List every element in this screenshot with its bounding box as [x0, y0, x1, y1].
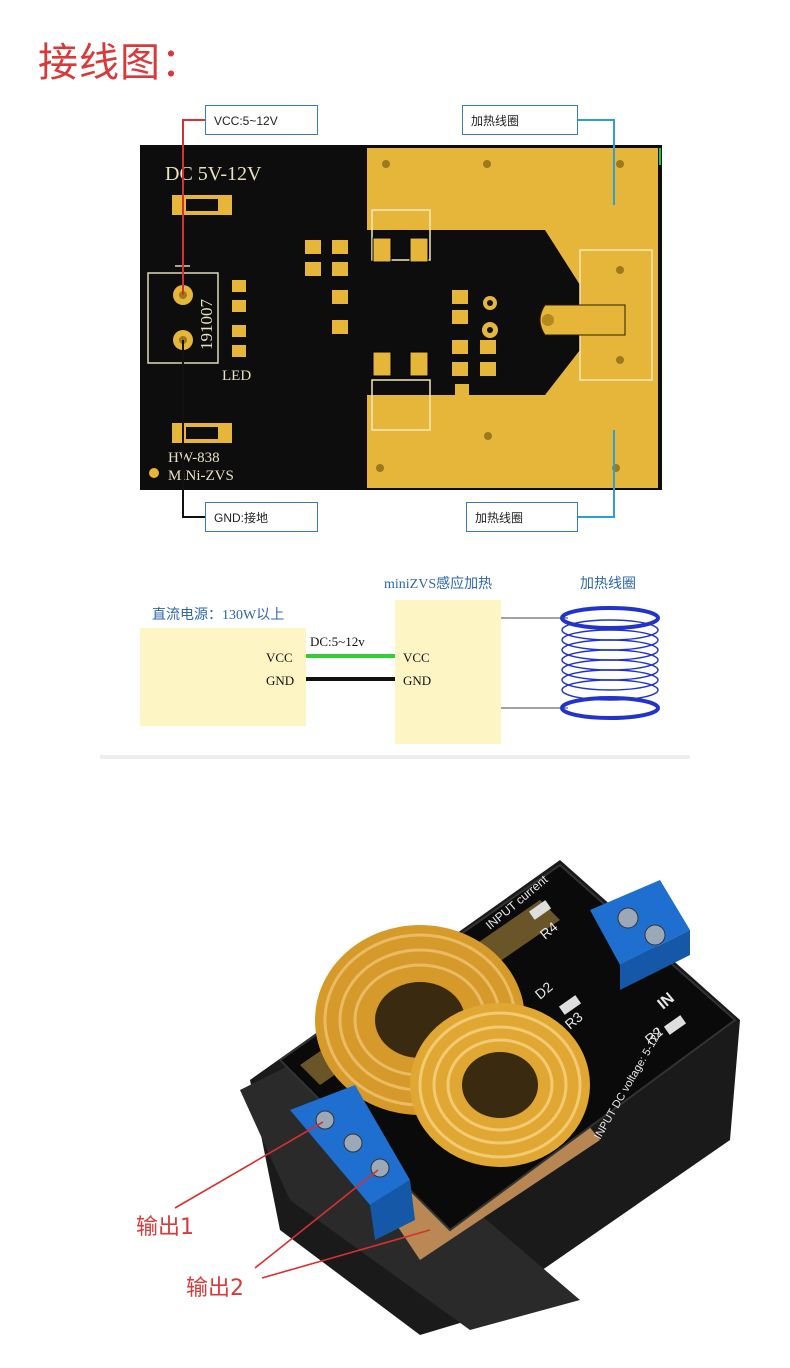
callout-gnd: GND:接地: [205, 502, 318, 532]
callout-vcc: VCC:5~12V: [205, 105, 318, 135]
heating-coil-drawing: [560, 606, 660, 720]
pcb-code: 191007: [197, 299, 216, 351]
gnd-left-label: GND: [266, 673, 295, 688]
dc-voltage-label: DC:5~12v: [310, 634, 365, 649]
gnd-right-label: GND: [403, 673, 432, 688]
callout-coil-top: 加热线圈: [462, 105, 578, 135]
pcb-led-label: LED: [222, 368, 251, 384]
wiring-schematic: [100, 600, 690, 759]
page-title: 接线图：: [38, 40, 202, 86]
output-terminal: [290, 1085, 415, 1240]
input-terminal: [590, 880, 690, 990]
coil-label: 加热线圈: [580, 577, 636, 592]
vcc-right-label: VCC: [403, 650, 430, 665]
product-photo: INPUT current INPUT DC voltage: 5-12V R4…: [174, 860, 740, 1335]
copper-area: [367, 148, 658, 488]
vcc-left-label: VCC: [266, 650, 293, 665]
callout-coil-bottom: 加热线圈: [466, 502, 578, 532]
pcb-model2: MiNi-ZVS: [168, 468, 234, 484]
toroid-coil-2: [410, 1003, 590, 1167]
module-label: miniZVS感应加热: [384, 577, 493, 592]
output-1-label: 输出1: [136, 1215, 194, 1240]
psu-label: 直流电源：130W以上: [152, 608, 285, 623]
module-block: [395, 600, 501, 744]
psu-block: [140, 628, 306, 726]
output-2-label: 输出2: [186, 1276, 244, 1301]
pcb-model1: HW-838: [168, 450, 220, 466]
pcb-dc-label: DC 5V-12V: [165, 163, 262, 185]
pcb-diagram: DC 5V-12V 191007 LED HW-838 MiNi-ZVS: [140, 119, 662, 518]
